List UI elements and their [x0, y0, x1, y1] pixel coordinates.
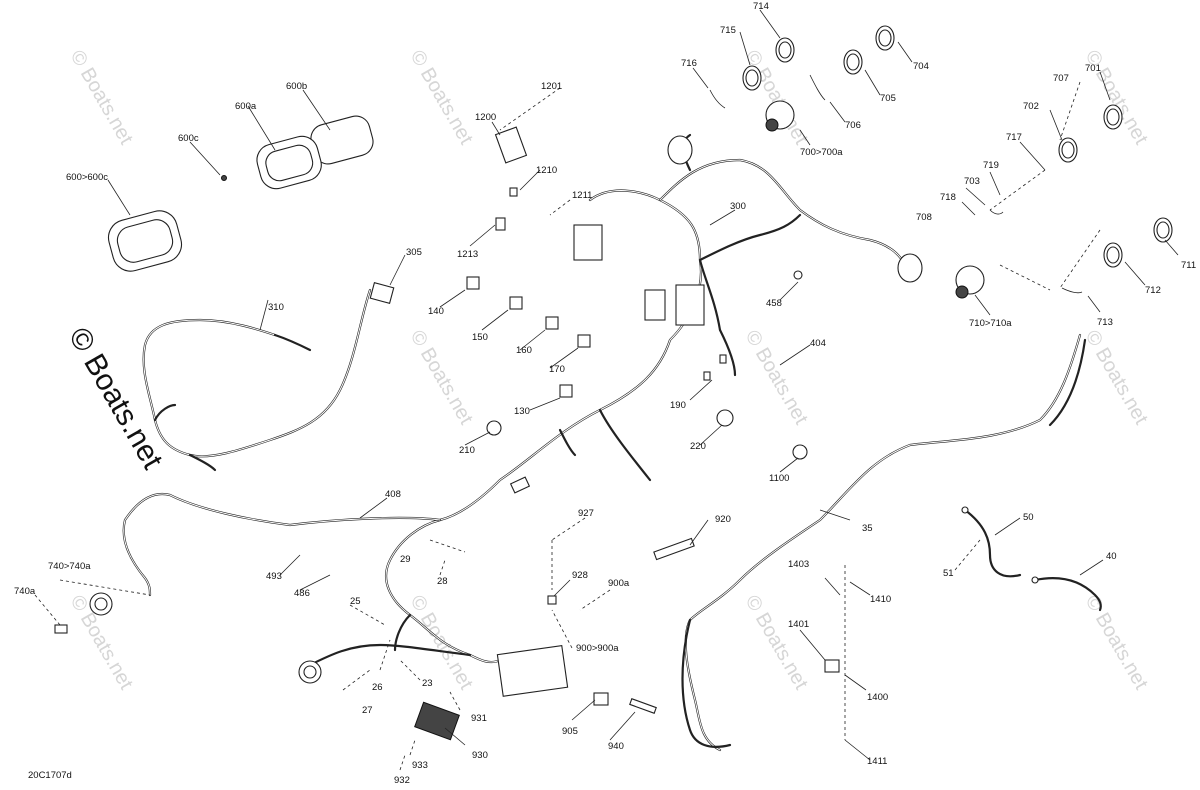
callout-933[interactable]: 933	[412, 760, 428, 771]
callout-714[interactable]: 714	[753, 1, 769, 12]
watermark: © Boats.net	[741, 327, 813, 429]
callout-210[interactable]: 210	[459, 445, 475, 456]
harness-310	[142, 288, 372, 472]
callout-1201[interactable]: 1201	[541, 81, 562, 92]
callout-703[interactable]: 703	[964, 176, 980, 187]
callout-1213[interactable]: 1213	[457, 249, 478, 260]
callout-1411[interactable]: 1411	[867, 756, 887, 767]
callout-704[interactable]: 704	[913, 61, 929, 72]
callout-940[interactable]: 940	[608, 741, 624, 752]
callout-715[interactable]: 715	[720, 25, 736, 36]
callout-1200[interactable]: 1200	[475, 112, 496, 123]
callout-920[interactable]: 920	[715, 514, 731, 525]
callout-1401[interactable]: 1401	[788, 619, 809, 630]
callout-718[interactable]: 718	[940, 192, 956, 203]
callout-702[interactable]: 702	[1023, 101, 1039, 112]
callout-927[interactable]: 927	[578, 508, 594, 519]
callout-190[interactable]: 190	[670, 400, 686, 411]
callout-740-740a[interactable]: 740>740a	[48, 561, 91, 572]
callout-408[interactable]: 408	[385, 489, 401, 500]
callout-27[interactable]: 27	[362, 705, 373, 716]
callouts: 714 715 704 716 705 706 700>700a 1201 12…	[14, 1, 1196, 786]
callout-900-900a[interactable]: 900>900a	[576, 643, 619, 654]
watermark: © Boats.net	[1081, 47, 1153, 149]
callout-493[interactable]: 493	[266, 571, 282, 582]
callout-220[interactable]: 220	[690, 441, 706, 452]
watermarks: © Boats.net © Boats.net © Boats.net © Bo…	[62, 47, 1152, 694]
callout-40[interactable]: 40	[1106, 551, 1117, 562]
harness-35	[681, 333, 1087, 752]
callout-719[interactable]: 719	[983, 160, 999, 171]
watermark: © Boats.net	[406, 47, 478, 149]
callout-1210[interactable]: 1210	[536, 165, 557, 176]
callout-130[interactable]: 130	[514, 406, 530, 417]
callout-711[interactable]: 711	[1181, 260, 1196, 271]
callout-706[interactable]: 706	[845, 120, 861, 131]
callout-930[interactable]: 930	[472, 750, 488, 761]
callout-170[interactable]: 170	[549, 364, 565, 375]
callout-600b[interactable]: 600b	[286, 81, 307, 92]
gauges	[107, 115, 374, 272]
watermark: © Boats.net	[406, 327, 478, 429]
battery-cables	[961, 506, 1102, 612]
watermark: © Boats.net	[66, 47, 138, 149]
callout-25[interactable]: 25	[350, 596, 361, 607]
callout-710-710a[interactable]: 710>710a	[969, 318, 1012, 329]
callout-150[interactable]: 150	[472, 332, 488, 343]
callout-1211[interactable]: 1211	[572, 190, 592, 201]
main-harness	[122, 133, 907, 667]
speakers	[667, 25, 1173, 299]
callout-310[interactable]: 310	[268, 302, 284, 313]
callout-932[interactable]: 932	[394, 775, 410, 786]
callout-486[interactable]: 486	[294, 588, 310, 599]
callout-50[interactable]: 50	[1023, 512, 1034, 523]
leader-lines	[34, 9, 1179, 771]
diagram-code: 20C1707d	[28, 770, 72, 781]
callout-717[interactable]: 717	[1006, 132, 1022, 143]
callout-712[interactable]: 712	[1145, 285, 1161, 296]
callout-900a[interactable]: 900a	[608, 578, 630, 589]
callout-716[interactable]: 716	[681, 58, 697, 69]
watermark: © Boats.net	[741, 47, 813, 149]
callout-705[interactable]: 705	[880, 93, 896, 104]
callout-700-700a[interactable]: 700>700a	[800, 147, 843, 158]
callout-600-600c[interactable]: 600>600c	[66, 172, 108, 183]
watermark: © Boats.net	[1081, 592, 1153, 694]
callout-600a[interactable]: 600a	[235, 101, 257, 112]
callout-740a[interactable]: 740a	[14, 586, 36, 597]
callout-28[interactable]: 28	[437, 576, 448, 587]
callout-1400[interactable]: 1400	[867, 692, 888, 703]
callout-1403[interactable]: 1403	[788, 559, 809, 570]
callout-160[interactable]: 160	[516, 345, 532, 356]
callout-905[interactable]: 905	[562, 726, 578, 737]
callout-26[interactable]: 26	[372, 682, 383, 693]
callout-713[interactable]: 713	[1097, 317, 1113, 328]
components	[54, 126, 840, 741]
callout-1410[interactable]: 1410	[870, 594, 891, 605]
callout-29[interactable]: 29	[400, 554, 411, 565]
callout-708[interactable]: 708	[916, 212, 932, 223]
watermark: © Boats.net	[741, 592, 813, 694]
callout-701[interactable]: 701	[1085, 63, 1101, 74]
watermark: © Boats.net	[1081, 327, 1153, 429]
callout-931[interactable]: 931	[471, 713, 487, 724]
callout-300[interactable]: 300	[730, 201, 746, 212]
watermark: © Boats.net	[406, 592, 478, 694]
callout-1100[interactable]: 1100	[769, 473, 789, 484]
callout-458[interactable]: 458	[766, 298, 782, 309]
callout-305[interactable]: 305	[406, 247, 422, 258]
callout-35[interactable]: 35	[862, 523, 873, 534]
callout-600c[interactable]: 600c	[178, 133, 199, 144]
callout-140[interactable]: 140	[428, 306, 444, 317]
watermark-main: © Boats.net	[62, 322, 170, 475]
callout-707[interactable]: 707	[1053, 73, 1069, 84]
callout-23[interactable]: 23	[422, 678, 433, 689]
callout-404[interactable]: 404	[810, 338, 826, 349]
callout-51[interactable]: 51	[943, 568, 954, 579]
callout-928[interactable]: 928	[572, 570, 588, 581]
